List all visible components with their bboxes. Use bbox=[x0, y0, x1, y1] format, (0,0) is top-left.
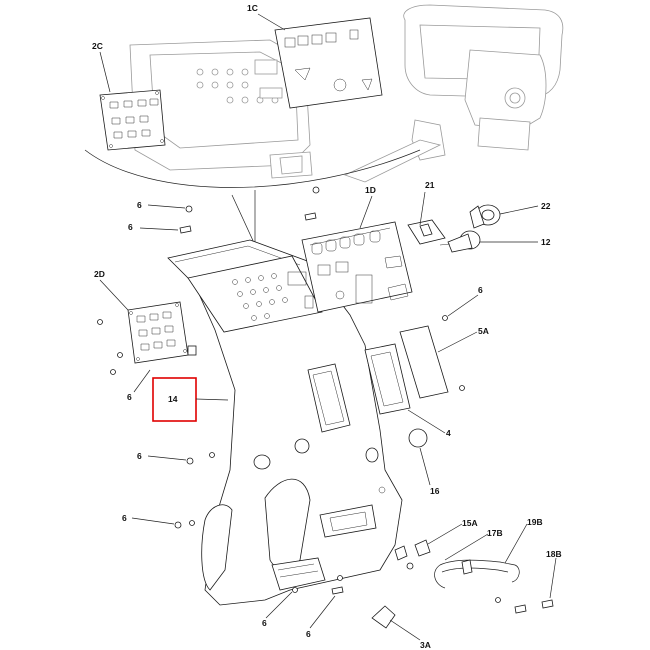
label-16: 16 bbox=[430, 486, 440, 496]
label-6-e: 6 bbox=[137, 451, 142, 461]
label-17b: 17B bbox=[487, 528, 503, 538]
label-4: 4 bbox=[446, 428, 451, 438]
background-seat-assembly bbox=[129, 4, 564, 183]
part-18b-bolts bbox=[514, 599, 554, 614]
part-19b-hose bbox=[434, 559, 520, 603]
part-12-key-switch bbox=[439, 230, 481, 253]
label-6-g: 6 bbox=[262, 618, 267, 628]
label-21: 21 bbox=[425, 180, 435, 190]
label-3a: 3A bbox=[420, 640, 431, 650]
label-2d: 2D bbox=[94, 269, 105, 279]
label-6-f: 6 bbox=[122, 513, 127, 523]
part-2c-plate bbox=[99, 89, 166, 151]
part-22-knob bbox=[469, 204, 501, 229]
part-5a-cover bbox=[399, 325, 465, 399]
label-5a: 5A bbox=[478, 326, 489, 336]
label-19b: 19B bbox=[527, 517, 543, 527]
label-6-c: 6 bbox=[478, 285, 483, 295]
label-1c: 1C bbox=[247, 3, 258, 13]
label-6-h: 6 bbox=[306, 629, 311, 639]
highlight-box-14 bbox=[152, 377, 197, 422]
part-4-frame bbox=[364, 343, 428, 448]
part-1c-decal bbox=[274, 17, 383, 109]
part-1d-decal bbox=[301, 221, 413, 313]
callout-labels: 1C 2C 1D 21 22 12 6 6 2D 6 5A 6 14 4 6 1… bbox=[92, 3, 562, 650]
part-2d-plate bbox=[127, 301, 197, 364]
label-2c: 2C bbox=[92, 41, 103, 51]
leader-lines bbox=[99, 13, 557, 641]
label-1d: 1D bbox=[365, 185, 376, 195]
detail-callout-arc bbox=[84, 149, 421, 188]
label-12: 12 bbox=[541, 237, 551, 247]
label-6-b: 6 bbox=[128, 222, 133, 232]
fasteners-6 bbox=[97, 186, 448, 595]
part-21-switch bbox=[407, 219, 446, 245]
part-14-console-column bbox=[167, 239, 403, 606]
label-6-a: 6 bbox=[137, 200, 142, 210]
part-3a-knob bbox=[371, 605, 396, 629]
label-15a: 15A bbox=[462, 518, 478, 528]
label-6-d: 6 bbox=[127, 392, 132, 402]
label-18b: 18B bbox=[546, 549, 562, 559]
label-22: 22 bbox=[541, 201, 551, 211]
parts-15a-17b bbox=[394, 539, 431, 570]
label-14: 14 bbox=[168, 394, 178, 404]
